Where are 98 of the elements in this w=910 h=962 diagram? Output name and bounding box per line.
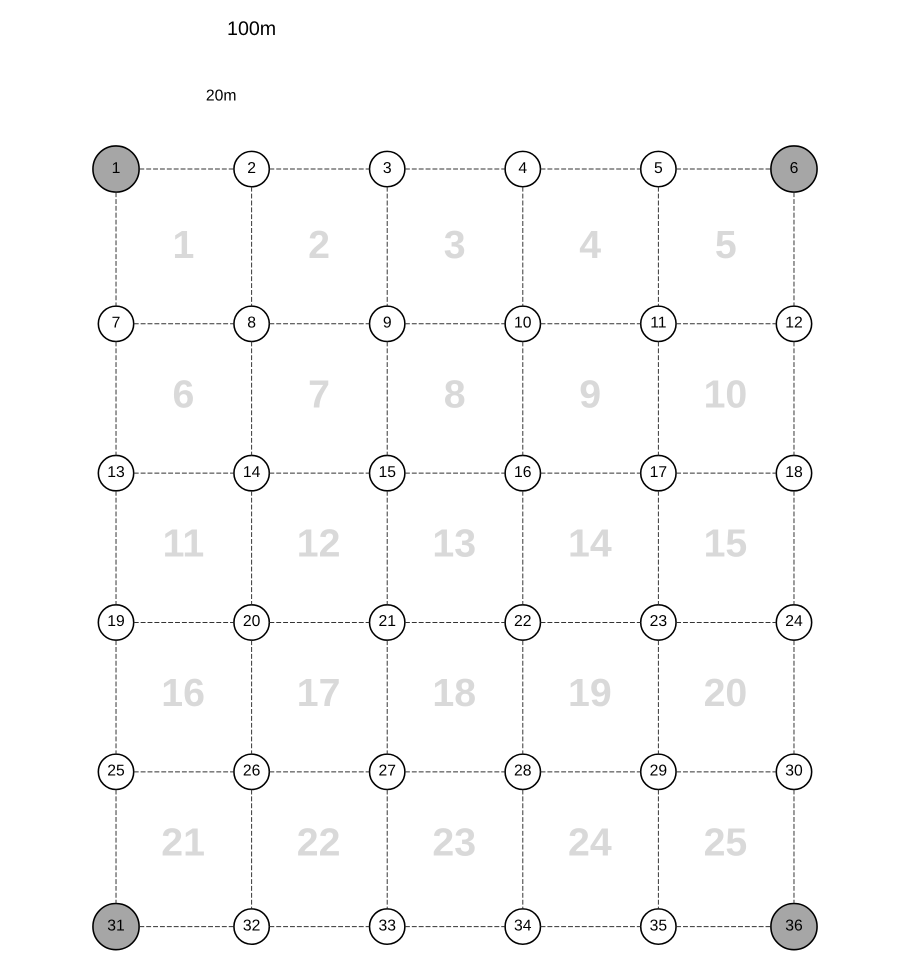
connector [676, 168, 771, 170]
node-circle: 7 [98, 305, 134, 342]
connector [133, 323, 234, 324]
connector [116, 341, 117, 456]
connector [116, 640, 117, 755]
connector [138, 926, 234, 928]
node-circle: 3 [368, 150, 406, 188]
node-circle: 33 [368, 908, 406, 946]
node-circle: 11 [640, 305, 677, 342]
node-circle: 4 [504, 150, 542, 188]
connector [540, 771, 641, 772]
connector [793, 640, 794, 755]
connector [540, 168, 641, 170]
connector [138, 168, 234, 170]
connector [268, 323, 370, 324]
connector [404, 168, 506, 170]
connector [522, 789, 524, 910]
connector [133, 771, 234, 772]
node-circle: 5 [640, 150, 677, 188]
node-circle: 8 [233, 305, 270, 342]
connector [386, 490, 388, 606]
connector [658, 490, 659, 606]
connector [116, 789, 117, 904]
connector [676, 771, 777, 772]
connector [268, 622, 370, 623]
node-circle: 25 [98, 753, 134, 790]
label: 20m [206, 88, 236, 105]
connector [268, 771, 370, 772]
connector [676, 323, 777, 324]
connector [676, 472, 777, 474]
connector [116, 192, 117, 306]
connector [268, 472, 370, 474]
node-circle: 1 [92, 145, 140, 193]
node-circle: 29 [640, 753, 677, 790]
connector [116, 490, 117, 606]
connector [522, 640, 524, 755]
connector [522, 341, 524, 456]
connector [658, 640, 659, 755]
connector [540, 926, 641, 928]
connector [540, 622, 641, 623]
connector [251, 789, 252, 910]
label: 100m [227, 18, 276, 40]
connector [268, 168, 370, 170]
node-circle: 21 [368, 604, 406, 641]
node-circle: 18 [776, 454, 812, 492]
node-circle: 9 [368, 305, 406, 342]
node-circle: 17 [640, 454, 677, 492]
node-circle: 27 [368, 753, 406, 790]
node-circle: 35 [640, 908, 677, 946]
connector [522, 490, 524, 606]
connector [251, 640, 252, 755]
connector [793, 490, 794, 606]
node-circle: 32 [233, 908, 270, 946]
connector [658, 789, 659, 910]
node-circle: 16 [504, 454, 542, 492]
connector [404, 926, 506, 928]
connector [251, 341, 252, 456]
node-circle: 2 [233, 150, 270, 188]
connector [793, 341, 794, 456]
node-circle: 14 [233, 454, 270, 492]
connector [133, 622, 234, 623]
connector [522, 186, 524, 306]
connector [404, 771, 506, 772]
node-circle: 6 [770, 145, 818, 193]
connector [658, 186, 659, 306]
node-circle: 30 [776, 753, 812, 790]
connector [676, 622, 777, 623]
node-circle: 20 [233, 604, 270, 641]
connector [251, 490, 252, 606]
node-circle: 19 [98, 604, 134, 641]
connector [793, 192, 794, 306]
connector [268, 926, 370, 928]
connector [133, 472, 234, 474]
node-circle: 13 [98, 454, 134, 492]
node-circle: 34 [504, 908, 542, 946]
connector [404, 472, 506, 474]
connector [386, 789, 388, 910]
node-circle: 22 [504, 604, 542, 641]
node-circle: 24 [776, 604, 812, 641]
connector [658, 341, 659, 456]
connector [386, 640, 388, 755]
connector [386, 186, 388, 306]
connector [404, 622, 506, 623]
connector [251, 186, 252, 306]
node-circle: 12 [776, 305, 812, 342]
connector [404, 323, 506, 324]
node-circle: 31 [92, 902, 140, 950]
node-circle: 10 [504, 305, 542, 342]
node-circle: 28 [504, 753, 542, 790]
connector [676, 926, 771, 928]
node-circle: 26 [233, 753, 270, 790]
connector [540, 323, 641, 324]
node-circle: 36 [770, 902, 818, 950]
connector [386, 341, 388, 456]
node-circle: 23 [640, 604, 677, 641]
connector [793, 789, 794, 904]
connector [540, 472, 641, 474]
node-circle: 15 [368, 454, 406, 492]
